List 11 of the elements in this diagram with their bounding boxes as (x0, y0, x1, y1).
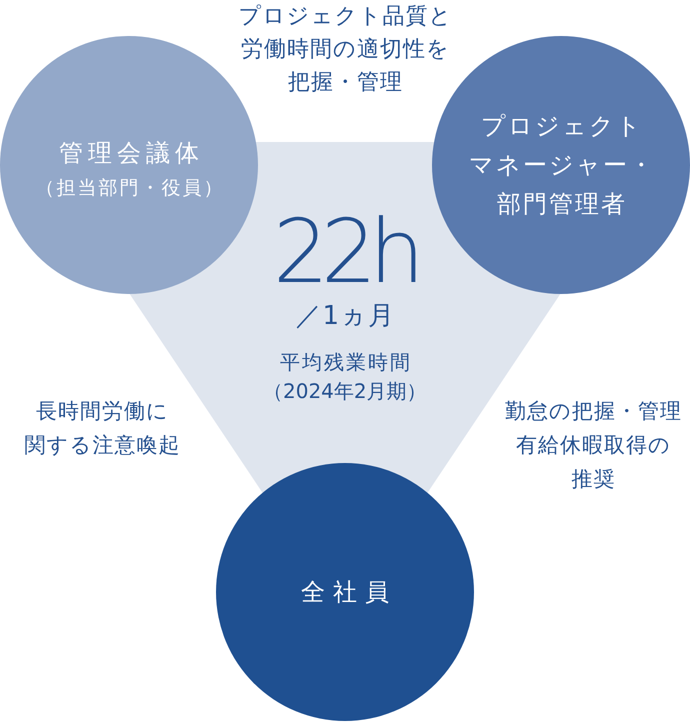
relation-note: 長時間労働に関する注意喚起 (24, 398, 180, 459)
metric-label: 平均残業時間 (279, 349, 412, 375)
relation-note: 勤怠の把握・管理有給休暇取得の推奨 (504, 398, 682, 493)
hours-figure: 22h (273, 208, 417, 296)
role-label: プロジェクトマネージャー・部門管理者 (468, 111, 655, 220)
role-label: 管理会議体 (58, 138, 204, 169)
relation-note: プロジェクト品質と労働時間の適切性を把握・管理 (238, 3, 452, 97)
role-sublabel: （担当部門・役員） (34, 176, 224, 201)
unit-label: ／1ヵ月 (294, 300, 396, 332)
period-label: （2024年2月期） (263, 378, 427, 404)
role-label: 全社員 (300, 577, 397, 608)
